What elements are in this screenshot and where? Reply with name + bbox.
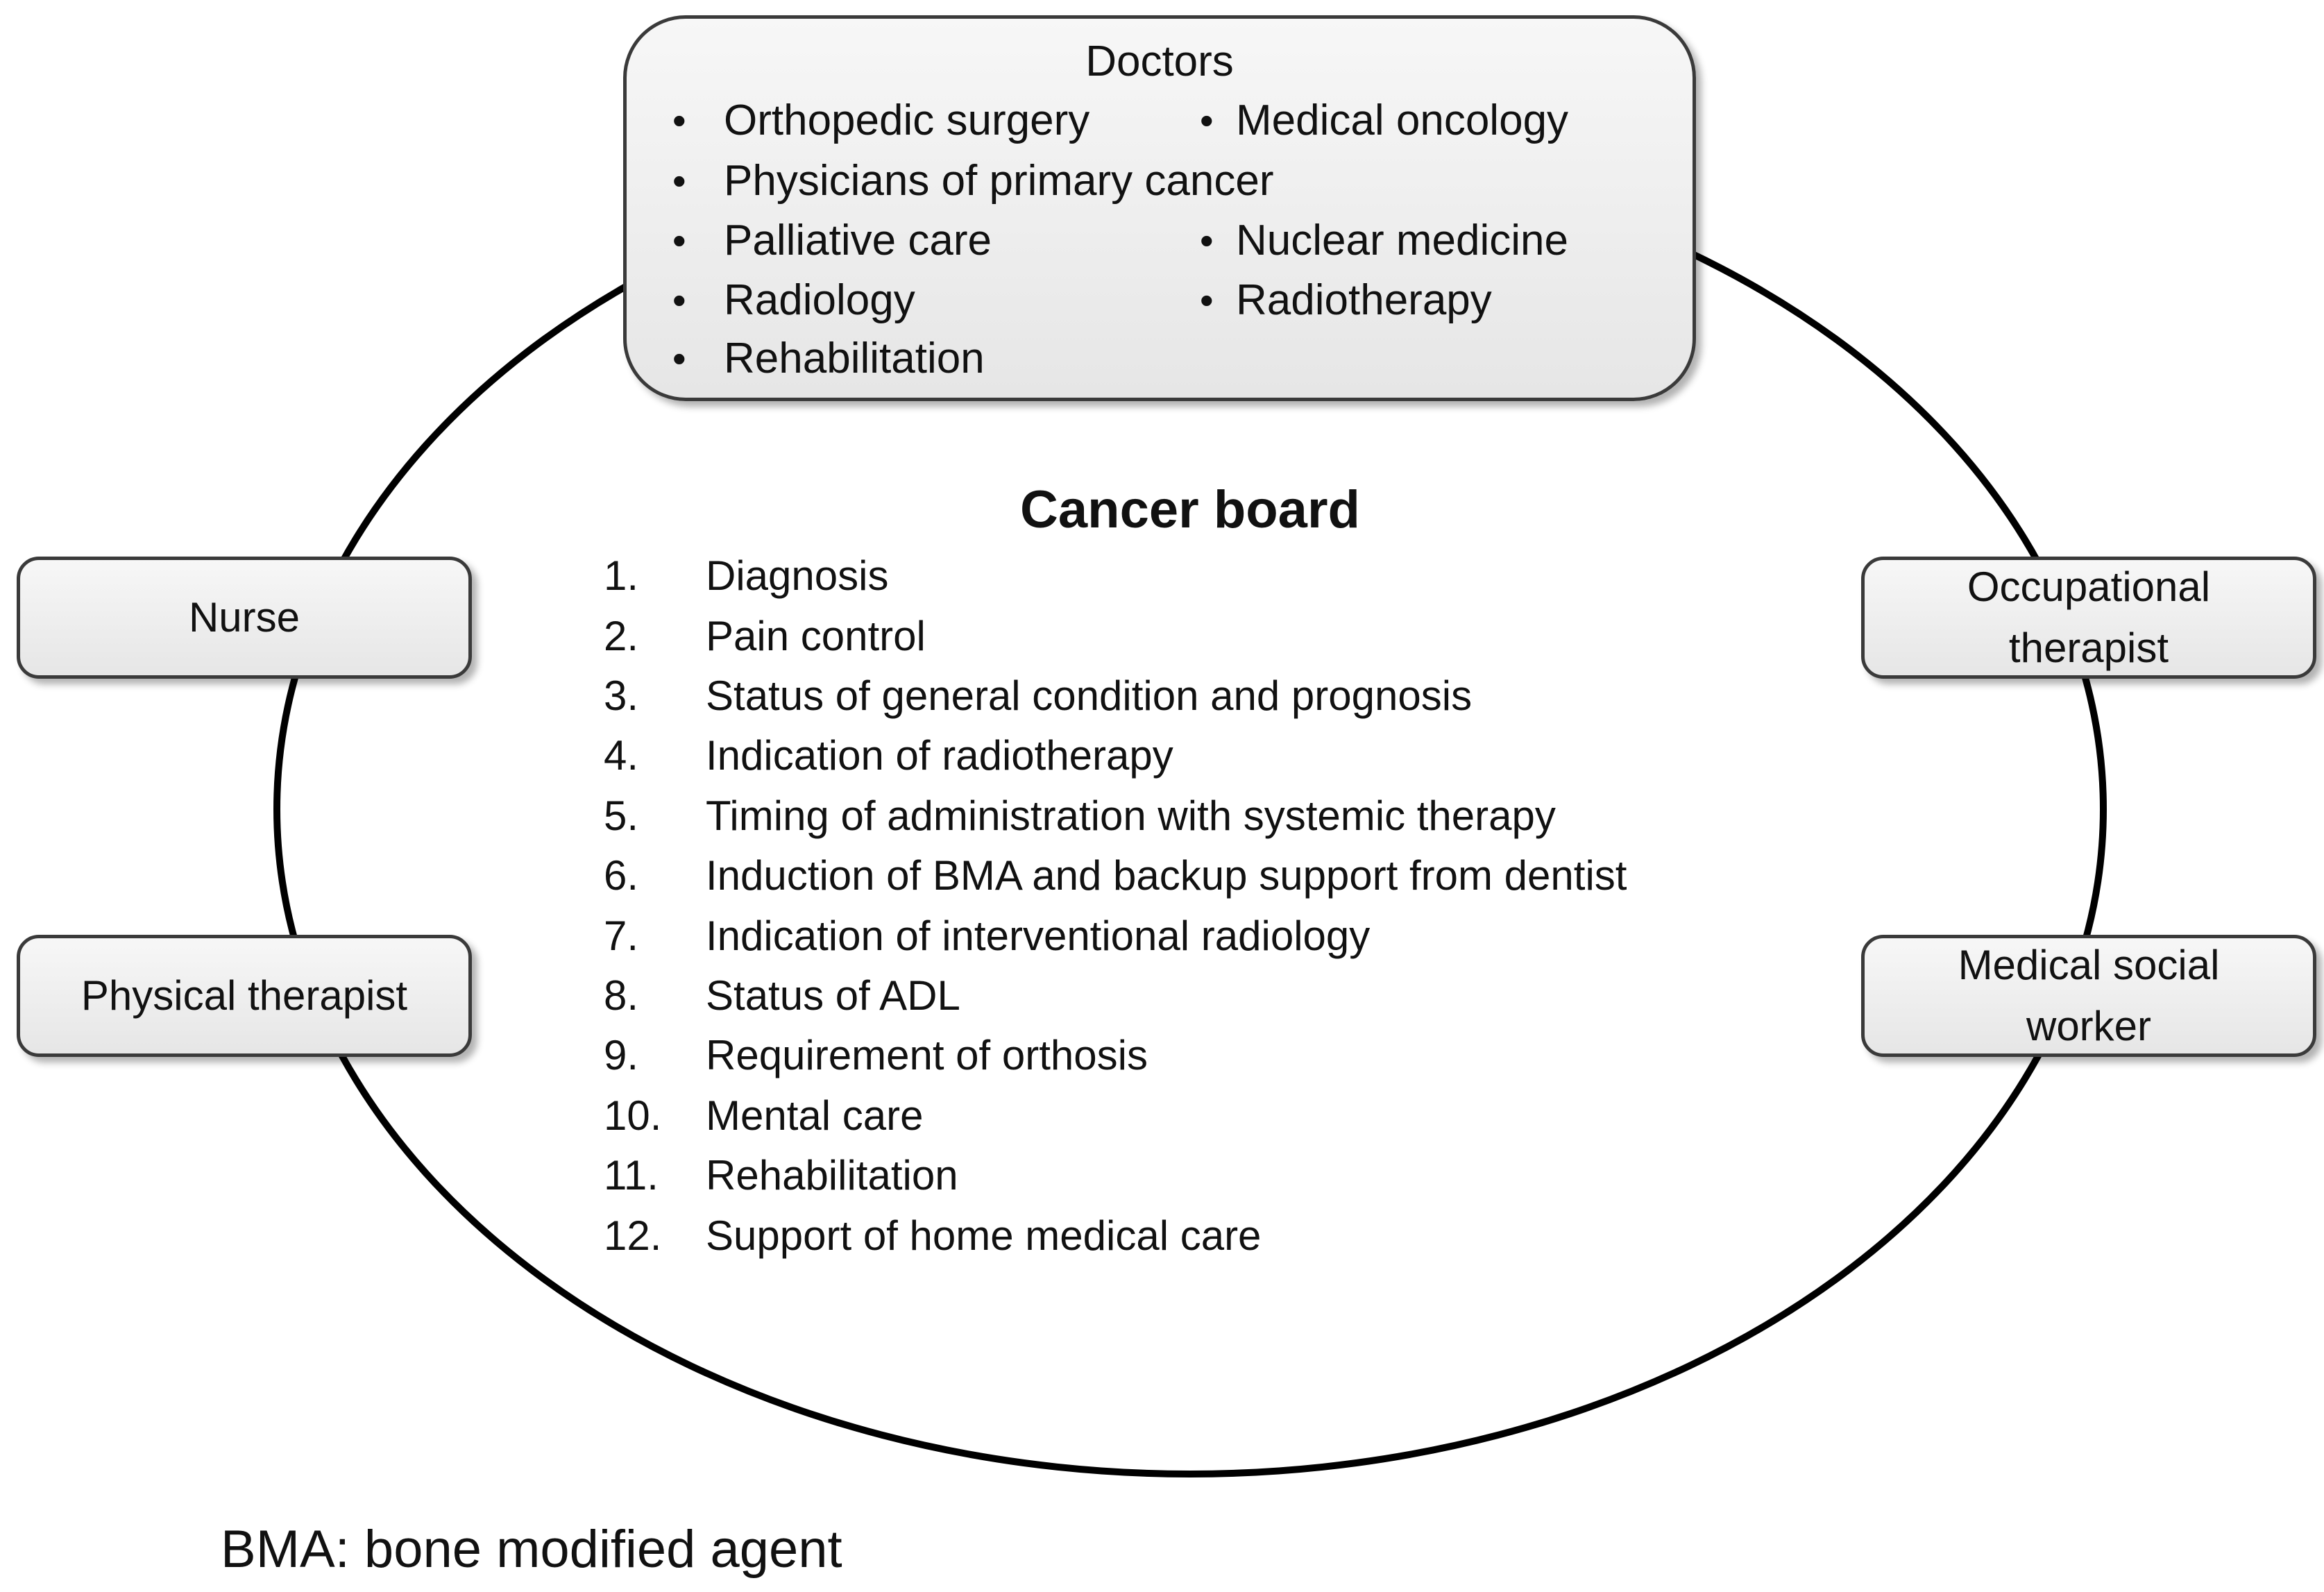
board-item-text: Rehabilitation [706, 1152, 958, 1199]
board-item-number: 6. [604, 852, 639, 899]
bullet-icon: • [672, 337, 686, 380]
doctor-item-nuclear-medicine: Nuclear medicine [1236, 217, 1568, 264]
physical-therapist-label: Physical therapist [80, 972, 408, 1019]
board-item-text: Pain control [706, 613, 926, 659]
board-item-text: Support of home medical care [706, 1212, 1262, 1259]
board-item-number: 2. [604, 613, 639, 659]
bullet-icon: • [672, 278, 686, 322]
physical-therapist-box: Physical therapist [17, 935, 472, 1057]
board-item-text: Indication of interventional radiology [706, 913, 1371, 959]
doctor-item-physicians-primary-cancer: Physicians of primary cancer [724, 157, 1274, 205]
bullet-icon: • [1200, 99, 1214, 142]
nurse-box: Nurse [17, 557, 472, 679]
board-item-text: Timing of administration with systemic t… [706, 793, 1556, 839]
doctor-item-orthopedic-surgery: Orthopedic surgery [724, 96, 1090, 144]
occupational-therapist-box: Occupational therapist [1861, 557, 2316, 679]
nurse-label: Nurse [188, 594, 300, 641]
board-item-number: 3. [604, 672, 639, 719]
doctor-item-rehabilitation: Rehabilitation [724, 335, 985, 382]
doctors-title: Doctors [1085, 37, 1234, 85]
cancer-board-title: Cancer board [1020, 480, 1360, 539]
doctor-item-medical-oncology: Medical oncology [1236, 96, 1569, 144]
board-item-number: 4. [604, 732, 639, 779]
board-item-text: Induction of BMA and backup support from… [706, 852, 1627, 899]
board-item-number: 11. [604, 1152, 659, 1199]
bullet-icon: • [672, 219, 686, 262]
board-item-number: 8. [604, 972, 639, 1019]
board-item-text: Requirement of orthosis [706, 1032, 1148, 1078]
doctors-box: Doctors • Orthopedic surgery • Medical o… [623, 15, 1696, 401]
board-item-number: 5. [604, 793, 639, 839]
board-item-text: Diagnosis [706, 552, 889, 599]
doctor-item-radiology: Radiology [724, 276, 915, 324]
board-item-text: Status of general condition and prognosi… [706, 672, 1473, 719]
medical-social-worker-label: Medical social worker [1958, 942, 2220, 1049]
doctor-item-radiotherapy: Radiotherapy [1236, 276, 1492, 324]
board-item-number: 1. [604, 552, 639, 599]
board-item-text: Indication of radiotherapy [706, 732, 1173, 779]
board-item-text: Mental care [706, 1092, 924, 1139]
bullet-icon: • [672, 159, 686, 203]
footnote: BMA: bone modified agent [221, 1520, 842, 1579]
board-item-number: 9. [604, 1032, 639, 1078]
board-item-number: 10. [604, 1092, 662, 1139]
doctor-item-palliative-care: Palliative care [724, 217, 992, 264]
bullet-icon: • [1200, 219, 1214, 262]
medical-social-worker-box: Medical social worker [1861, 935, 2316, 1057]
board-item-number: 12. [604, 1212, 662, 1259]
occupational-therapist-label: Occupational therapist [1967, 564, 2211, 671]
board-item-text: Status of ADL [706, 972, 960, 1019]
bullet-icon: • [672, 99, 686, 142]
bullet-icon: • [1200, 278, 1214, 322]
board-item-number: 7. [604, 913, 639, 959]
